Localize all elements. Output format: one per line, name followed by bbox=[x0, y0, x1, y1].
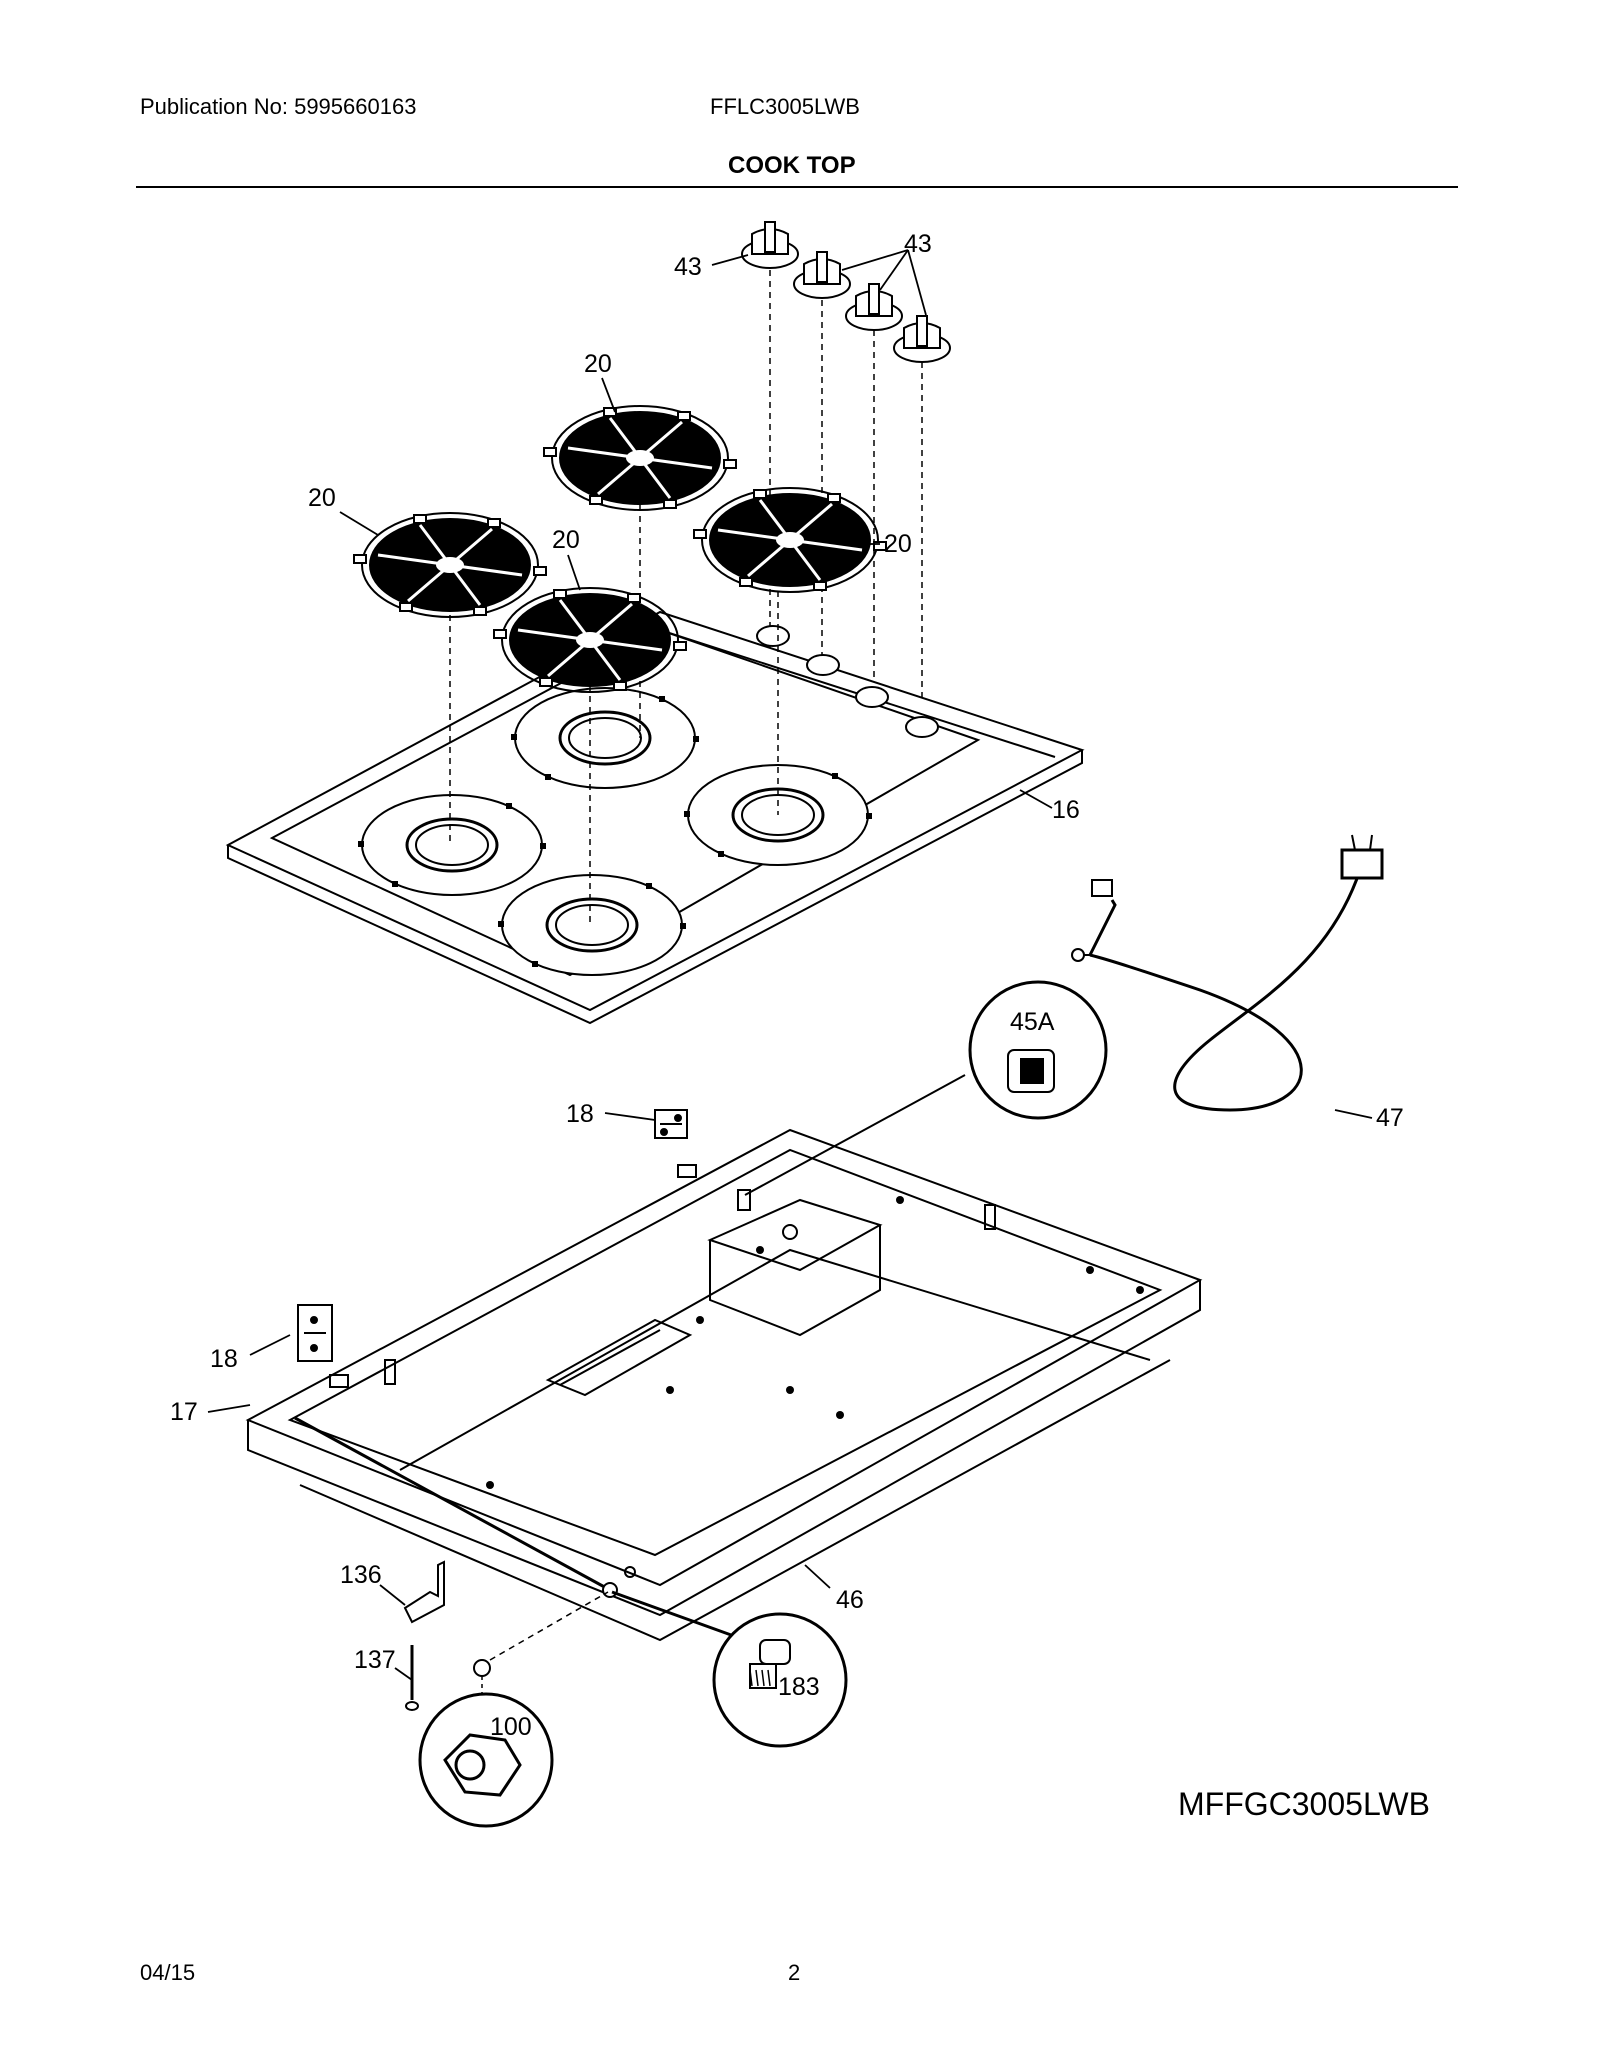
nut-100 bbox=[418, 1591, 609, 1828]
publication-number: Publication No: 5995660163 bbox=[140, 94, 417, 119]
callout-labels: 43 43 20 20 20 20 16 45A 47 18 18 17 136… bbox=[170, 230, 1404, 1741]
callout-20-right: 20 bbox=[884, 530, 912, 558]
burner-box bbox=[245, 1128, 1203, 1642]
cooktop-panel bbox=[225, 610, 1085, 1025]
callout-20-left: 20 bbox=[308, 484, 336, 512]
callout-20-back: 20 bbox=[584, 350, 612, 378]
callout-17: 17 bbox=[170, 1398, 198, 1426]
screw-137 bbox=[405, 1645, 419, 1711]
model-number: FFLC3005LWB bbox=[710, 94, 860, 119]
section-title: COOK TOP bbox=[728, 152, 856, 179]
callout-100: 100 bbox=[490, 1713, 532, 1741]
inset-45a bbox=[744, 980, 1108, 1196]
callout-18-left: 18 bbox=[210, 1345, 238, 1373]
leader-lines bbox=[207, 249, 1373, 1681]
callout-136: 136 bbox=[340, 1561, 382, 1589]
bracket-136 bbox=[403, 1560, 445, 1624]
callout-137: 137 bbox=[354, 1646, 396, 1674]
bolt-183-inset bbox=[611, 1590, 848, 1748]
grate-guide-lines bbox=[449, 505, 779, 925]
power-cord bbox=[1071, 834, 1384, 1112]
hinge-left bbox=[297, 1304, 333, 1362]
callout-18-top: 18 bbox=[566, 1100, 594, 1128]
page-number: 2 bbox=[788, 1960, 801, 1985]
callout-47: 47 bbox=[1376, 1104, 1404, 1132]
variant-model-number: MFFGC3005LWB bbox=[1178, 1786, 1430, 1822]
callout-16: 16 bbox=[1052, 796, 1080, 824]
grate-set bbox=[352, 404, 888, 694]
header-rule bbox=[136, 186, 1458, 188]
callout-43-left: 43 bbox=[674, 253, 702, 281]
hinge-top bbox=[654, 1109, 688, 1139]
callout-46: 46 bbox=[836, 1586, 864, 1614]
footer-date: 04/15 bbox=[140, 1960, 196, 1985]
callout-183: 183 bbox=[778, 1673, 820, 1701]
callout-20-front: 20 bbox=[552, 526, 580, 554]
callout-43-right: 43 bbox=[904, 230, 932, 258]
burner-box-holes bbox=[486, 1196, 1144, 1489]
callout-45a: 45A bbox=[1010, 1008, 1055, 1036]
